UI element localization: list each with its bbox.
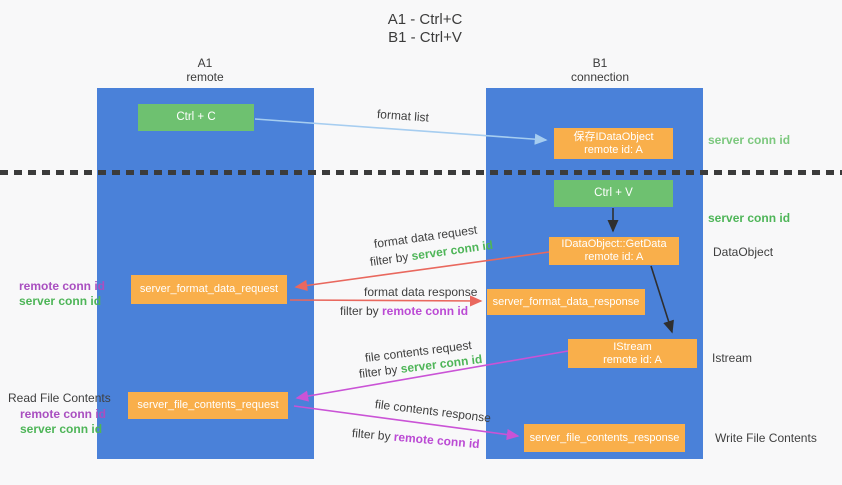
node-ctrl-v-label: Ctrl + V bbox=[594, 187, 633, 199]
lane-b1-name: B1 bbox=[592, 56, 608, 70]
side-label-conn-id-pair-1: remote conn id server conn id bbox=[19, 279, 105, 309]
node-istream: IStream remote id: A bbox=[568, 339, 697, 368]
side-label-server-conn-id-mid: server conn id bbox=[708, 211, 791, 225]
label-file-contents-response: file contents response bbox=[374, 397, 492, 426]
node-server-file-contents-response: server_file_contents_response bbox=[524, 424, 685, 452]
side-label-istream: Istream bbox=[712, 351, 753, 365]
node-getdata-line2: remote id: A bbox=[584, 251, 644, 263]
label-format-list: format list bbox=[376, 107, 430, 125]
filter-prefix: filter by bbox=[369, 249, 413, 269]
diagram-title: A1 - Ctrl+C B1 - Ctrl+V bbox=[330, 11, 520, 47]
filter-prefix: filter by bbox=[340, 304, 383, 318]
remote-conn-id-label: remote conn id bbox=[19, 279, 106, 293]
node-istream-line2: remote id: A bbox=[603, 353, 662, 366]
label-filter-by-remote-conn-id-1: filter by remote conn id bbox=[340, 304, 468, 318]
label-filter-by-remote-conn-id-2: filter by remote conn id bbox=[351, 426, 480, 451]
side-label-read-file-contents: Read File Contents bbox=[8, 391, 111, 405]
node-save-idataobject-line2: remote id: A bbox=[584, 143, 643, 156]
title-line-2: B1 - Ctrl+V bbox=[388, 29, 462, 46]
node-ctrl-c: Ctrl + C bbox=[138, 104, 254, 131]
node-save-idataobject: 保存IDataObject remote id: A bbox=[554, 128, 673, 159]
side-label-write-file-contents: Write File Contents bbox=[715, 431, 817, 445]
node-file-request-label: server_file_contents_request bbox=[137, 399, 279, 411]
remote-conn-id-label: remote conn id bbox=[20, 407, 107, 421]
filter-prefix: filter by bbox=[358, 361, 402, 381]
node-getdata-line1: IDataObject::GetData bbox=[561, 238, 667, 250]
node-idataobject-getdata: IDataObject::GetData remote id: A bbox=[549, 237, 679, 265]
lane-header-b1: B1 connection bbox=[535, 56, 665, 84]
side-label-conn-id-pair-2: remote conn id server conn id bbox=[20, 407, 106, 437]
side-label-server-conn-id-top: server conn id bbox=[708, 133, 791, 147]
node-format-response-label: server_format_data_response bbox=[492, 295, 640, 308]
server-conn-id-label: server conn id bbox=[20, 422, 103, 436]
filter-prefix: filter by bbox=[351, 426, 395, 444]
arrow-format-data-response bbox=[289, 295, 483, 307]
node-save-idataobject-line1: 保存IDataObject bbox=[573, 130, 654, 143]
node-ctrl-c-label: Ctrl + C bbox=[176, 111, 216, 123]
dotted-divider-line bbox=[0, 170, 842, 175]
server-conn-id-label: server conn id bbox=[19, 294, 102, 308]
node-server-file-contents-request: server_file_contents_request bbox=[128, 392, 288, 419]
title-line-1: A1 - Ctrl+C bbox=[387, 11, 463, 28]
node-ctrl-v: Ctrl + V bbox=[554, 180, 673, 207]
lane-header-a1: A1 remote bbox=[140, 56, 270, 84]
node-istream-line1: IStream bbox=[613, 340, 652, 353]
lane-a1-role: remote bbox=[186, 70, 224, 84]
side-label-dataobject: DataObject bbox=[713, 245, 774, 259]
node-file-response-label: server_file_contents_response bbox=[529, 431, 680, 444]
lane-a1-name: A1 bbox=[197, 56, 213, 70]
lane-b1-role: connection bbox=[570, 70, 630, 84]
remote-conn-id-text: remote conn id bbox=[393, 429, 481, 452]
label-format-data-response: format data response bbox=[364, 285, 478, 299]
remote-conn-id-text: remote conn id bbox=[382, 304, 469, 318]
node-server-format-data-response: server_format_data_response bbox=[487, 289, 645, 315]
node-format-request-label: server_format_data_request bbox=[139, 283, 279, 295]
node-server-format-data-request: server_format_data_request bbox=[131, 275, 287, 304]
